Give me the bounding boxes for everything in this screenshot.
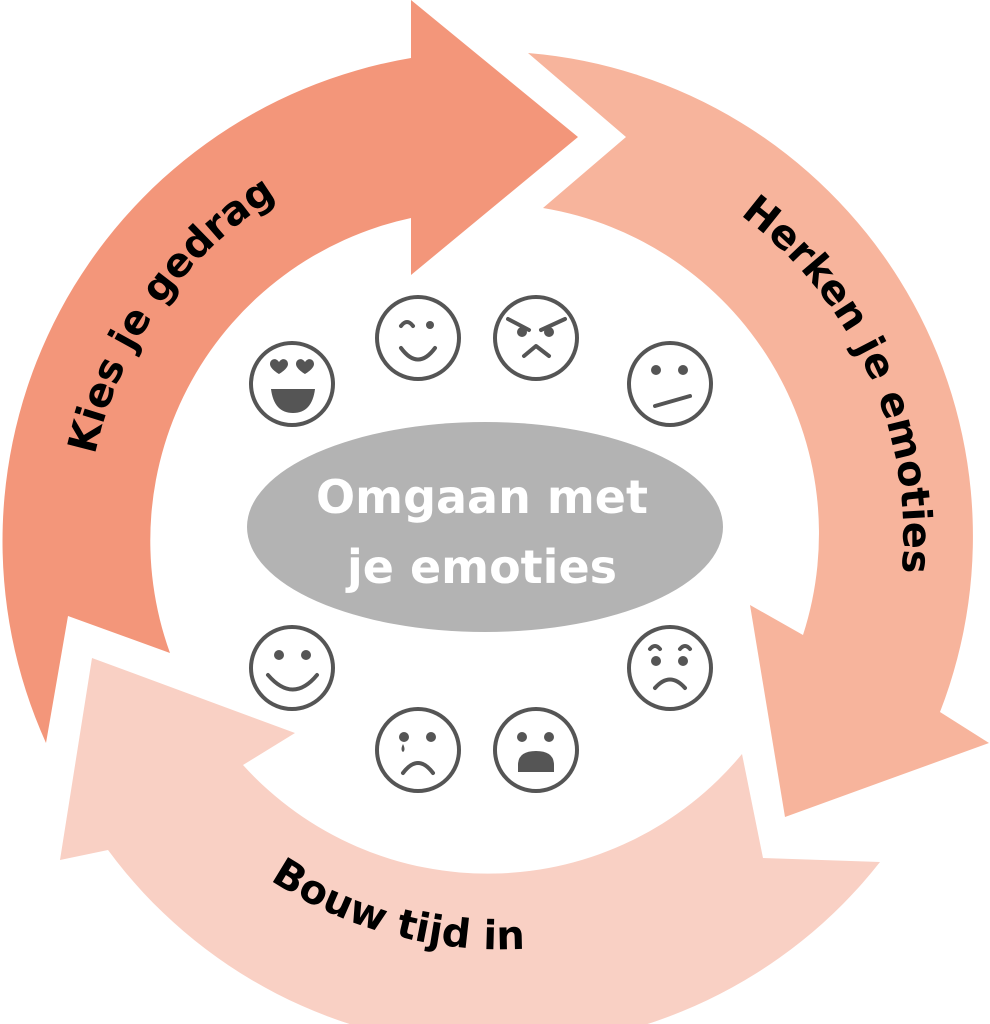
- center-text-line-2: je emoties: [345, 540, 617, 594]
- winking-face-icon: [375, 295, 461, 381]
- arrow-herken-je-emoties: [528, 53, 989, 817]
- smiling-face-icon: [249, 625, 335, 711]
- center-ellipse: [247, 422, 723, 632]
- skeptical-face-icon: [627, 341, 713, 427]
- angry-face-icon: [493, 295, 579, 381]
- center-text-line-1: Omgaan met: [316, 470, 648, 524]
- arrow-bouw-tijd-in: [60, 658, 880, 1024]
- crying-face-icon: [375, 707, 461, 793]
- arrow-kies-je-gedrag: [2, 0, 579, 743]
- heart-eyes-face-icon: [249, 341, 335, 427]
- worried-face-icon: [627, 625, 713, 711]
- shocked-face-icon: [493, 707, 579, 793]
